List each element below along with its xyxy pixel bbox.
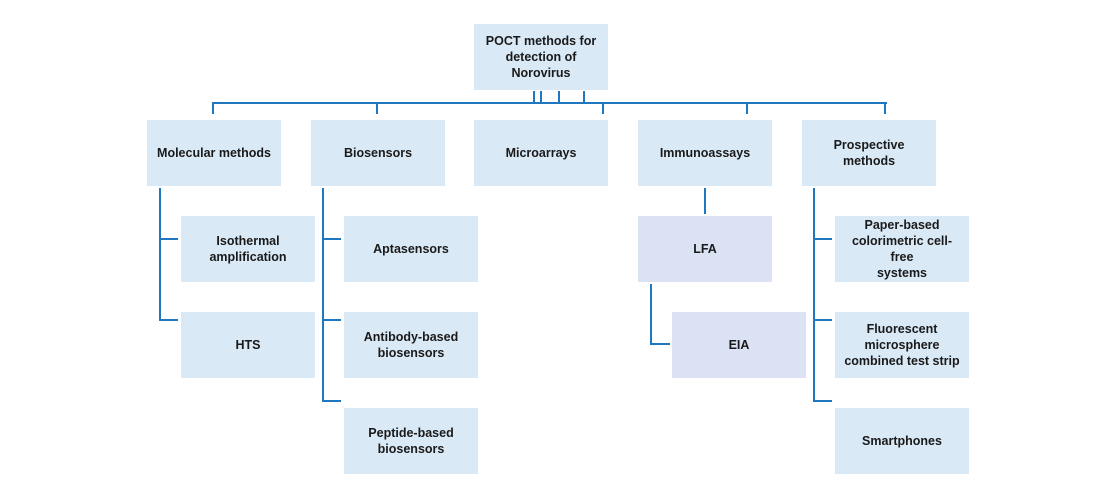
node-smartphones: Smartphones — [835, 408, 969, 474]
molecular-branch — [159, 319, 178, 321]
lfa-trunk — [650, 284, 652, 345]
node-label: HTS — [235, 338, 261, 352]
category-immunoassays: Immunoassays — [638, 120, 772, 186]
molecular-branch — [159, 238, 178, 240]
category-biosensors: Biosensors — [311, 120, 445, 186]
lfa-branch — [650, 343, 670, 345]
node-label: Peptide-based biosensors — [368, 426, 454, 456]
node-hts: HTS — [181, 312, 315, 378]
biosensors-trunk — [322, 188, 324, 402]
category-label: Biosensors — [343, 146, 413, 160]
biosensors-branch — [322, 238, 341, 240]
root-horizontal-connector — [212, 102, 887, 104]
molecular-trunk — [159, 188, 161, 321]
node-label: Smartphones — [862, 434, 942, 448]
category-molecular-methods: Molecular methods — [147, 120, 281, 186]
connector-prospective — [884, 102, 886, 114]
prospective-branch — [813, 400, 832, 402]
node-lfa: LFA — [638, 216, 772, 282]
node-label: Isothermal amplification — [209, 234, 287, 264]
root-node: POCT methods for detection of Norovirus — [474, 24, 608, 90]
biosensors-branch — [322, 319, 341, 321]
node-isothermal-amplification: Isothermal amplification — [181, 216, 315, 282]
root-connector-stub — [583, 91, 585, 103]
category-label: Microarrays — [505, 146, 577, 160]
node-fluorescent-microsphere: Fluorescent microsphere combined test st… — [835, 312, 969, 378]
connector-immunoassays — [746, 102, 748, 114]
node-paper-based-colorimetric: Paper-based colorimetric cell-free syste… — [835, 216, 969, 282]
node-peptide-based-biosensors: Peptide-based biosensors — [344, 408, 478, 474]
biosensors-branch — [322, 400, 341, 402]
immunoassays-connector — [704, 188, 706, 214]
root-connector-stub — [540, 91, 542, 103]
category-prospective-methods: Prospective methods — [802, 120, 936, 186]
node-label: Paper-based colorimetric cell-free syste… — [851, 218, 953, 280]
category-label: Molecular methods — [157, 146, 271, 160]
connector-microarrays — [602, 102, 604, 114]
node-label: Fluorescent microsphere combined test st… — [844, 322, 960, 368]
connector-molecular — [212, 102, 214, 114]
category-label: Immunoassays — [659, 146, 751, 160]
prospective-trunk — [813, 188, 815, 402]
category-label: Prospective methods — [833, 138, 905, 168]
node-aptasensors: Aptasensors — [344, 216, 478, 282]
root-label: POCT methods for detection of Norovirus — [485, 34, 597, 80]
node-label: LFA — [693, 242, 717, 256]
node-label: EIA — [728, 338, 750, 352]
node-label: Antibody-based biosensors — [363, 330, 459, 360]
node-antibody-based-biosensors: Antibody-based biosensors — [344, 312, 478, 378]
root-connector-stub — [558, 91, 560, 103]
connector-biosensors — [376, 102, 378, 114]
prospective-branch — [813, 319, 832, 321]
prospective-branch — [813, 238, 832, 240]
node-label: Aptasensors — [373, 242, 449, 256]
node-eia: EIA — [672, 312, 806, 378]
category-microarrays: Microarrays — [474, 120, 608, 186]
root-connector-stub — [533, 91, 535, 103]
